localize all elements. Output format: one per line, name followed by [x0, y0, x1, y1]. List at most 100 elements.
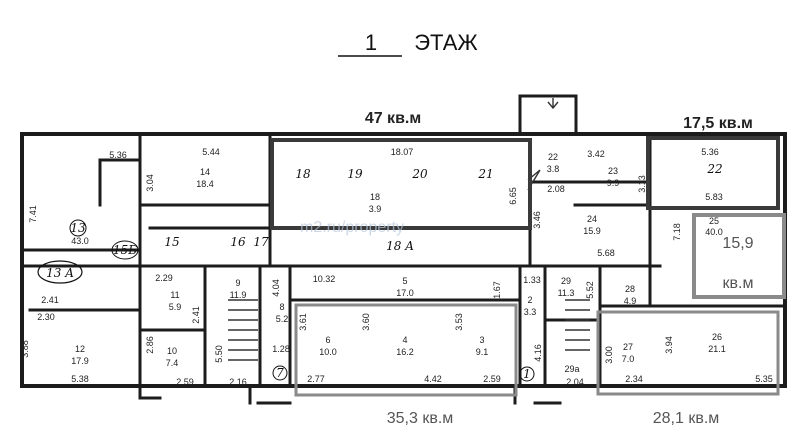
highlight-47-label: 47 кв.м	[365, 110, 421, 127]
dim-label: 3.53	[454, 313, 464, 331]
dim-label: 7.41	[28, 205, 38, 223]
highlight-28-label: 28,1 кв.м	[653, 410, 720, 427]
room-4-area: 16.2	[396, 347, 414, 357]
highlight-17-box	[646, 136, 780, 210]
floor-label: ЭТАЖ	[414, 30, 478, 55]
room-29-area: 11.3	[558, 288, 575, 298]
room-27-num: 27	[623, 342, 633, 352]
room-13a-num: 13 A	[46, 266, 74, 280]
room-18a-num: 18 A	[386, 239, 414, 253]
room-19-num: 19	[347, 167, 363, 181]
dim-label: 5.35	[755, 374, 773, 384]
room-12-area: 17.9	[71, 356, 89, 366]
dim-label: 2.34	[625, 374, 643, 384]
room-1-num: 1	[523, 367, 531, 381]
room-5-area: 17.0	[396, 288, 414, 298]
room-2-num: 2	[527, 295, 532, 305]
floor-number: 1	[365, 30, 377, 55]
room-25-area: 40.0	[705, 227, 723, 237]
room-22b-area: 5.83	[705, 192, 723, 202]
dim-label: 1.33	[523, 275, 541, 285]
room-4-num: 4	[402, 335, 407, 345]
dim-label: 3.88	[20, 340, 30, 358]
room-29a-num: 29а	[564, 364, 579, 374]
dim-label: 2.29	[155, 273, 173, 283]
dim-label: 3.46	[532, 211, 542, 229]
room-29-num: 29	[561, 276, 571, 286]
dim-label: 1.28	[272, 344, 290, 354]
dim-label: 5.36	[701, 147, 719, 157]
room-23-num: 23	[608, 166, 618, 176]
dim-label: 2.86	[145, 336, 155, 354]
dim-label: 4.42	[424, 374, 442, 384]
room-1-marker	[519, 366, 535, 382]
room-9-area: 11.9	[230, 290, 247, 300]
dim-label: 5.44	[202, 147, 220, 157]
dim-label: 2.30	[37, 312, 55, 322]
highlight-28-box	[596, 310, 780, 396]
room-28-area: 4.9	[624, 296, 637, 306]
room-16-num: 16	[230, 235, 246, 249]
room-10-num: 10	[167, 346, 177, 356]
room-15-num: 15	[164, 235, 179, 249]
dim-label: 2.59	[176, 377, 194, 387]
room-24-num: 24	[587, 214, 597, 224]
interior-walls	[20, 98, 787, 388]
room-23-area: 9.9	[607, 178, 620, 188]
room-9-num: 9	[235, 278, 240, 288]
dim-label: 2.41	[191, 306, 201, 324]
highlight-15-box	[692, 213, 786, 299]
room-21-num: 21	[477, 167, 493, 181]
room-20-num: 20	[411, 167, 428, 181]
highlight-15-label-bottom: кв.м	[723, 275, 754, 292]
dim-label: 3.60	[361, 313, 371, 331]
room-18-num: 18	[295, 167, 311, 181]
room-11-num: 11	[170, 290, 179, 300]
room-labels: 13 43.0 13 A 14 18.4 15 15Б 16 17 18 18 …	[37, 152, 726, 382]
highlight-15-label-top: 15,9	[722, 235, 753, 252]
room-11-area: 5.9	[169, 302, 182, 312]
room-12-num: 12	[75, 344, 85, 354]
dim-label: 3.42	[587, 149, 605, 159]
dim-label: 3.04	[145, 174, 155, 192]
dim-label: 3.13	[637, 175, 647, 193]
dim-label: 2.08	[547, 184, 565, 194]
room-17-num: 17	[253, 235, 269, 249]
room-15b-num: 15Б	[113, 243, 137, 257]
dim-label: 7.18	[672, 223, 682, 241]
dim-label: 5.36	[109, 150, 127, 160]
room-26-area: 21.1	[708, 344, 726, 354]
room-18b-area: 3.9	[369, 204, 382, 214]
room-14-num: 14	[200, 167, 210, 177]
dim-label: 4.04	[271, 279, 281, 297]
dim-label: 10.32	[313, 274, 336, 284]
room-6-area: 10.0	[319, 347, 337, 357]
dim-label: 2.77	[307, 374, 325, 384]
dim-label: 2.59	[483, 374, 501, 384]
room-18b-num: 18	[370, 192, 380, 202]
room-22a-area: 3.8	[547, 164, 560, 174]
room-10-area: 7.4	[166, 358, 179, 368]
dim-label: 18.07	[391, 147, 414, 157]
room-8-num: 8	[279, 302, 284, 312]
dim-label: 2.41	[41, 295, 59, 305]
dim-label: 5.38	[71, 374, 89, 384]
room-28-num: 28	[625, 284, 635, 294]
highlight-35-box	[294, 303, 518, 397]
watermark: m2.ru/property	[300, 219, 404, 236]
dim-label: 4.16	[533, 344, 543, 362]
dim-label: 1.67	[492, 281, 502, 299]
room-13a-marker	[37, 260, 83, 284]
room-7-marker	[272, 365, 288, 381]
room-2-area: 3.3	[524, 307, 537, 317]
dim-label: 3.61	[298, 313, 308, 331]
room-3-area: 9.1	[476, 347, 489, 357]
outer-walls	[20, 94, 787, 405]
room-13-num: 13	[70, 221, 86, 235]
highlight-35-label: 35,3 кв.м	[387, 410, 454, 427]
dim-label: 2.16	[229, 377, 247, 387]
dim-label: 5.52	[585, 281, 595, 299]
room-6-num: 6	[325, 335, 330, 345]
room-7-num: 7	[276, 366, 284, 380]
